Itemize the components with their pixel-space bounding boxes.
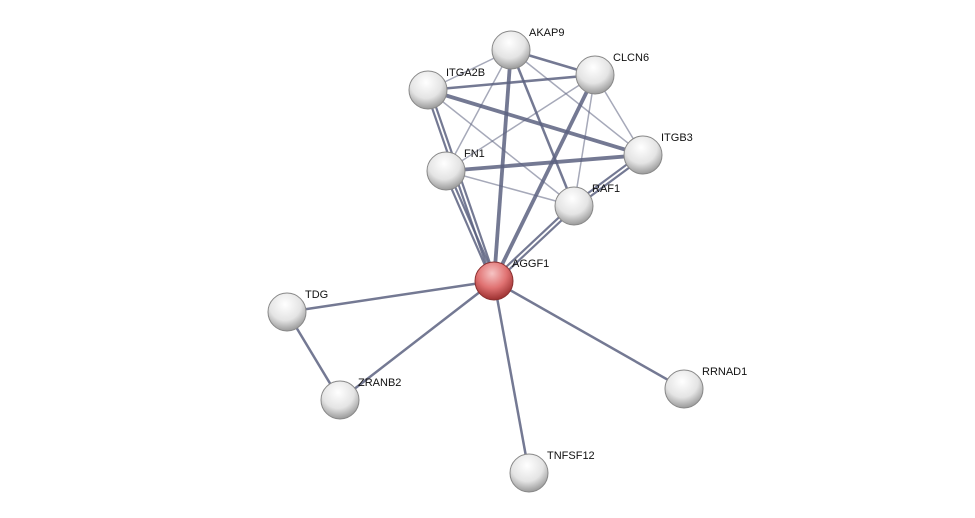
edge-clcn6-raf1[interactable] (573, 74, 596, 207)
node-sphere[interactable] (426, 151, 466, 191)
node-label: AKAP9 (529, 27, 564, 39)
node-itgb3[interactable]: ITGB3 (623, 132, 693, 175)
edge-itga2b-aggf1[interactable] (425, 90, 494, 283)
node-label: TDG (305, 289, 328, 301)
node-sphere[interactable] (664, 369, 704, 409)
node-label: RRNAD1 (702, 366, 747, 378)
edge-aggf1-tnfsf12[interactable] (492, 280, 531, 474)
edge-itga2b-aggf1[interactable] (428, 88, 497, 281)
node-label: ITGB3 (661, 132, 693, 144)
node-sphere[interactable] (408, 70, 448, 110)
node-sphere[interactable] (474, 261, 514, 301)
node-sphere[interactable] (575, 55, 615, 95)
node-label: ZRANB2 (358, 377, 401, 389)
edge-akap9-raf1[interactable] (509, 49, 576, 207)
edge-akap9-fn1[interactable] (445, 49, 512, 172)
edge-aggf1-tdg[interactable] (286, 279, 495, 314)
edge-clcn6-aggf1[interactable] (492, 74, 597, 282)
node-sphere[interactable] (554, 186, 594, 226)
edge-aggf1-zranb2[interactable] (339, 280, 495, 401)
node-sphere[interactable] (491, 30, 531, 70)
node-sphere[interactable] (623, 135, 663, 175)
edge-fn1-raf1[interactable] (445, 170, 575, 207)
edge-fn1-aggf1[interactable] (443, 171, 494, 283)
node-rrnad1[interactable]: RRNAD1 (664, 366, 747, 409)
node-akap9[interactable]: AKAP9 (491, 27, 564, 70)
node-tdg[interactable]: TDG (267, 289, 328, 332)
node-sphere[interactable] (267, 292, 307, 332)
edge-itga2b-clcn6[interactable] (427, 73, 596, 92)
node-label: AGGF1 (512, 258, 549, 270)
node-clcn6[interactable]: CLCN6 (575, 52, 649, 95)
edge-itga2b-raf1[interactable] (427, 89, 575, 207)
node-sphere[interactable] (320, 380, 360, 420)
node-label: ITGA2B (446, 67, 485, 79)
node-zranb2[interactable]: ZRANB2 (320, 377, 401, 420)
node-itga2b[interactable]: ITGA2B (408, 67, 485, 110)
node-aggf1[interactable]: AGGF1 (474, 258, 549, 301)
node-raf1[interactable]: RAF1 (554, 183, 620, 226)
edge-fn1-itgb3[interactable] (445, 153, 644, 173)
node-fn1[interactable]: FN1 (426, 148, 485, 191)
node-label: RAF1 (592, 183, 620, 195)
node-label: TNFSF12 (547, 450, 595, 462)
edge-fn1-clcn6[interactable] (445, 74, 596, 172)
edge-itga2b-itgb3[interactable] (427, 88, 644, 157)
edge-aggf1-rrnad1[interactable] (493, 279, 685, 391)
node-tnfsf12[interactable]: TNFSF12 (509, 450, 595, 493)
edge-akap9-itgb3[interactable] (510, 49, 644, 156)
node-label: CLCN6 (613, 52, 649, 64)
edge-fn1-aggf1[interactable] (446, 169, 497, 281)
node-sphere[interactable] (509, 453, 549, 493)
node-label: FN1 (464, 148, 485, 160)
